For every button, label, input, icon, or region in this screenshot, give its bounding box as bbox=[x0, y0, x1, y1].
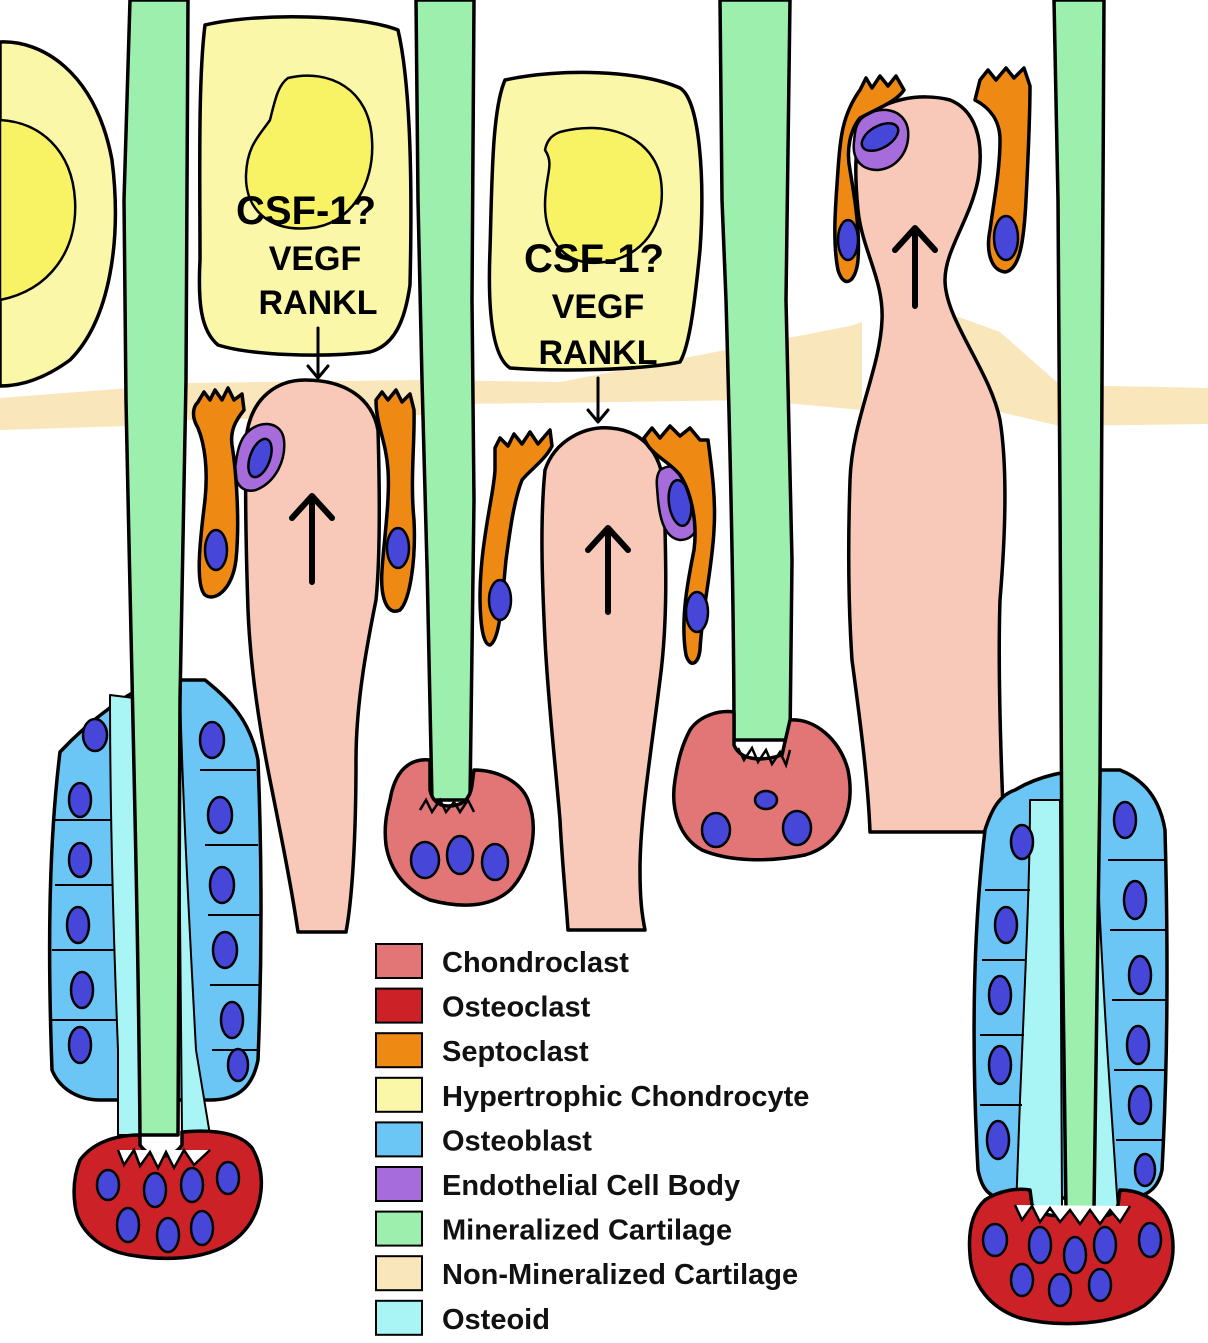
legend-swatch-9 bbox=[376, 1301, 422, 1335]
legend-label-2: Osteoclast bbox=[442, 992, 591, 1024]
osteoclast-right bbox=[970, 1189, 1173, 1323]
legend-label-1: Chondroclast bbox=[442, 947, 629, 979]
legend-swatch-4 bbox=[376, 1078, 422, 1112]
legend-label-7: Mineralized Cartilage bbox=[442, 1215, 732, 1247]
legend-swatch-3 bbox=[376, 1033, 422, 1067]
septoclast-3-right bbox=[975, 68, 1030, 272]
legend-swatch-1 bbox=[376, 944, 422, 978]
septoclast-1-left bbox=[194, 388, 245, 597]
signal-1-line-2: VEGF bbox=[269, 240, 362, 278]
septoclast-1-right bbox=[376, 390, 414, 611]
vessel-2 bbox=[542, 428, 666, 930]
legend-swatch-7 bbox=[376, 1212, 422, 1246]
legend-label-5: Osteoblast bbox=[442, 1125, 592, 1157]
legend-label-6: Endothelial Cell Body bbox=[442, 1170, 740, 1202]
legend-label-9: Osteoid bbox=[442, 1304, 550, 1336]
legend-swatch-5 bbox=[376, 1122, 422, 1156]
hypertrophic-chondrocyte-left-edge bbox=[0, 42, 115, 386]
signal-1-line-1: CSF-1? bbox=[236, 189, 376, 233]
legend: ChondroclastOsteoclastSeptoclastHypertro… bbox=[376, 944, 809, 1336]
legend-label-8: Non-Mineralized Cartilage bbox=[442, 1259, 798, 1291]
vessel-3 bbox=[849, 97, 1005, 832]
signal-1-line-3: RANKL bbox=[259, 284, 378, 322]
legend-swatch-6 bbox=[376, 1167, 422, 1201]
legend-label-3: Septoclast bbox=[442, 1036, 589, 1068]
signal-2-line-3: RANKL bbox=[539, 334, 658, 372]
signal-2-line-1: CSF-1? bbox=[524, 237, 664, 281]
legend-label-4: Hypertrophic Chondrocyte bbox=[442, 1081, 809, 1113]
signal-2-line-2: VEGF bbox=[552, 288, 645, 326]
legend-swatch-2 bbox=[376, 989, 422, 1023]
legend-swatch-8 bbox=[376, 1256, 422, 1290]
osteoclast-left bbox=[74, 1131, 261, 1258]
